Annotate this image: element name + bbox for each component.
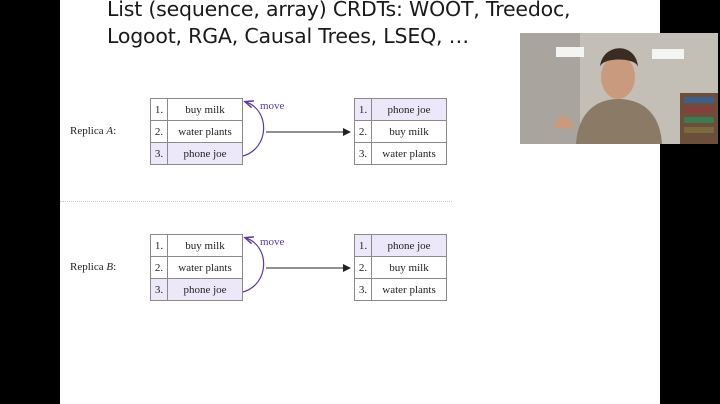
list-item-number: 3. [354, 278, 372, 301]
replica-b-after-list: 1. phone joe 2. buy milk 3. water plants [354, 234, 447, 301]
list-item-text: buy milk [167, 98, 243, 121]
list-item: 3. water plants [354, 278, 447, 301]
replica-b-label-var: B [106, 261, 114, 273]
replica-divider [60, 201, 452, 202]
list-item-highlighted: 1. phone joe [354, 234, 447, 257]
list-item-number: 1. [150, 98, 168, 121]
replica-a-label-prefix: Replica [70, 125, 107, 137]
list-item-number: 3. [150, 142, 168, 165]
list-item-number: 2. [150, 120, 168, 143]
replica-b-label: Replica B: [70, 261, 116, 273]
replica-a-label-suffix: : [113, 125, 117, 137]
presenter-webcam [520, 33, 718, 144]
list-item-text: water plants [371, 278, 447, 301]
presenter-video-icon [520, 33, 718, 144]
list-item-text: water plants [167, 256, 243, 279]
replica-b-move-label: move [260, 236, 285, 248]
slide-title: List (sequence, array) CRDTs: WOOT, Tree… [107, 0, 571, 48]
replica-b-before-list: 1. buy milk 2. water plants 3. phone joe [150, 234, 243, 301]
list-item-number: 1. [354, 98, 372, 121]
list-item-text: water plants [371, 142, 447, 165]
list-item-text: buy milk [371, 120, 447, 143]
list-item-number: 3. [150, 278, 168, 301]
list-item-text: buy milk [371, 256, 447, 279]
list-item: 2. water plants [150, 256, 243, 279]
list-item-number: 2. [354, 120, 372, 143]
replica-a-label-var: A [106, 125, 114, 137]
list-item: 2. water plants [150, 120, 243, 143]
replica-a-move-label: move [260, 100, 285, 112]
list-item-number: 2. [150, 256, 168, 279]
list-item-highlighted: 3. phone joe [150, 278, 243, 301]
list-item-number: 2. [354, 256, 372, 279]
list-item-highlighted: 3. phone joe [150, 142, 243, 165]
replica-b-label-prefix: Replica [70, 261, 107, 273]
list-item-text: phone joe [167, 278, 243, 301]
replica-a-label: Replica A: [70, 125, 116, 137]
list-item: 1. buy milk [150, 98, 243, 121]
list-item-text: phone joe [371, 98, 447, 121]
list-item-number: 3. [354, 142, 372, 165]
list-item-text: water plants [167, 120, 243, 143]
list-item: 2. buy milk [354, 256, 447, 279]
list-item-number: 1. [150, 234, 168, 257]
replica-a-before-list: 1. buy milk 2. water plants 3. phone joe [150, 98, 243, 165]
list-item-text: phone joe [167, 142, 243, 165]
list-item: 2. buy milk [354, 120, 447, 143]
list-item-highlighted: 1. phone joe [354, 98, 447, 121]
list-item: 1. buy milk [150, 234, 243, 257]
list-item: 3. water plants [354, 142, 447, 165]
list-item-text: phone joe [371, 234, 447, 257]
list-item-text: buy milk [167, 234, 243, 257]
replica-a-after-list: 1. phone joe 2. buy milk 3. water plants [354, 98, 447, 165]
list-item-number: 1. [354, 234, 372, 257]
replica-b-label-suffix: : [113, 261, 117, 273]
